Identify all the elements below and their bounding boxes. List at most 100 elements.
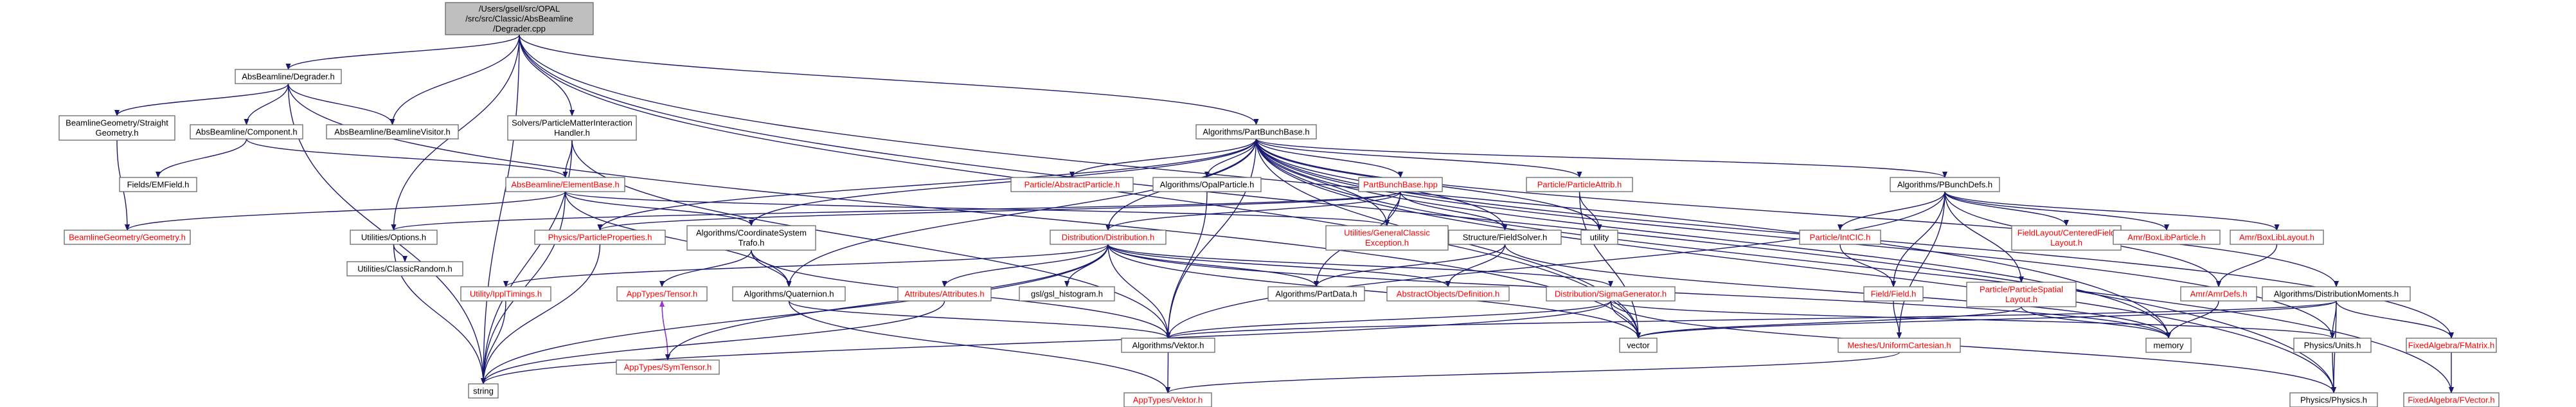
edge-root-to-degh bbox=[285, 34, 520, 70]
node-phys[interactable]: Physics/Physics.h bbox=[2289, 392, 2378, 407]
edge-line bbox=[156, 138, 247, 178]
node-pbb[interactable]: Algorithms/PartBunchBase.h bbox=[1195, 124, 1317, 140]
node-box bbox=[190, 124, 303, 140]
node-pdat[interactable]: Algorithms/PartData.h bbox=[1267, 286, 1365, 302]
node-fsol[interactable]: Structure/FieldSolver.h bbox=[1448, 230, 1562, 245]
edge-line bbox=[597, 138, 1257, 231]
edge-pbb-to-quat bbox=[786, 138, 1257, 287]
node-abp[interactable]: Amr/BoxLibParticle.h bbox=[2113, 230, 2221, 245]
node-label: Algorithms/CoordinateSystem bbox=[696, 228, 807, 238]
edge-line bbox=[519, 34, 1259, 125]
node-opt[interactable]: Utilities/Options.h bbox=[350, 230, 438, 245]
node-label: Physics/ParticleProperties.h bbox=[548, 232, 652, 242]
node-absp[interactable]: Particle/AbstractParticle.h bbox=[1010, 177, 1134, 192]
node-bgeo[interactable]: BeamlineGeometry/Geometry.h bbox=[64, 230, 191, 245]
edge-line bbox=[1165, 352, 1900, 393]
node-aod[interactable]: AbstractObjects/Definition.h bbox=[1386, 286, 1510, 302]
node-label: utility bbox=[1590, 232, 1609, 242]
edge-line bbox=[1165, 191, 1945, 339]
edge-line bbox=[1107, 244, 1451, 287]
node-solv[interactable]: Solvers/ParticleMatterInteractionHandler… bbox=[507, 115, 637, 141]
node-sgen[interactable]: Distribution/SigmaGenerator.h bbox=[1546, 286, 1676, 302]
node-label: Utilities/ClassicRandom.h bbox=[357, 264, 452, 273]
node-gsl[interactable]: gsl/gsl_histogram.h bbox=[1019, 286, 1115, 302]
edge-pbd-to-abl bbox=[1944, 191, 2280, 231]
node-box bbox=[732, 286, 846, 302]
node-vec[interactable]: vector bbox=[1619, 338, 1658, 353]
node-box bbox=[350, 230, 438, 245]
node-dist[interactable]: Distribution/Distribution.h bbox=[1050, 230, 1167, 245]
edge-pbd-to-muc bbox=[1897, 191, 1945, 339]
edge-root-to-solv bbox=[519, 34, 575, 116]
node-label: AppTypes/SymTensor.h bbox=[624, 362, 712, 372]
node-label: Structure/FieldSolver.h bbox=[1463, 232, 1548, 242]
node-str[interactable]: string bbox=[468, 383, 499, 399]
node-label: Layout.h bbox=[2050, 238, 2082, 248]
node-label: AbsBeamline/Component.h bbox=[195, 127, 297, 136]
node-pattr[interactable]: Particle/ParticleAttrib.h bbox=[1526, 177, 1633, 192]
node-amd[interactable]: Amr/AmrDefs.h bbox=[2180, 286, 2257, 302]
node-dmom[interactable]: Algorithms/DistributionMoments.h bbox=[2262, 286, 2411, 302]
edge-line bbox=[1610, 300, 2336, 393]
node-box bbox=[2113, 230, 2221, 245]
edge-line bbox=[2216, 244, 2278, 287]
node-label: PartBunchBase.hpp bbox=[1363, 179, 1438, 189]
edge-line bbox=[481, 244, 601, 384]
node-ippl[interactable]: Utility/IpplTimings.h bbox=[460, 286, 551, 302]
node-crand[interactable]: Utilities/ClassicRandom.h bbox=[346, 261, 463, 276]
node-muc[interactable]: Meshes/UniformCartesian.h bbox=[1838, 338, 1961, 353]
edge-amd-to-mem bbox=[2166, 300, 2219, 339]
edge-line bbox=[749, 138, 1257, 226]
node-punits[interactable]: Physics/Units.h bbox=[2293, 338, 2372, 353]
node-avek[interactable]: AppTypes/Vektor.h bbox=[1123, 392, 1212, 407]
node-box bbox=[2230, 230, 2324, 245]
edge-line bbox=[2336, 300, 2454, 339]
node-fmat[interactable]: FixedAlgebra/FMatrix.h bbox=[2406, 338, 2497, 353]
node-attr[interactable]: Attributes/Attributes.h bbox=[897, 286, 992, 302]
node-label: string bbox=[473, 386, 494, 395]
node-pbd[interactable]: Algorithms/PBunchDefs.h bbox=[1890, 177, 2000, 192]
edge-dist-to-aod bbox=[1107, 244, 1451, 287]
node-symt[interactable]: AppTypes/SymTensor.h bbox=[616, 359, 720, 375]
edge-pbd-to-psl bbox=[1944, 191, 2024, 283]
node-mem[interactable]: memory bbox=[2145, 338, 2192, 353]
node-ffield[interactable]: Field/Field.h bbox=[1863, 286, 1924, 302]
edge-line bbox=[665, 244, 1109, 361]
node-opp[interactable]: Algorithms/OpalParticle.h bbox=[1152, 177, 1262, 192]
node-fvec[interactable]: FixedAlgebra/FVector.h bbox=[2403, 392, 2500, 407]
edge-root-to-blv bbox=[389, 34, 520, 125]
edge-line bbox=[1255, 138, 1403, 178]
node-comp[interactable]: AbsBeamline/Component.h bbox=[190, 124, 303, 140]
node-label: Particle/ParticleSpatial bbox=[1980, 285, 2063, 294]
node-util[interactable]: utility bbox=[1580, 230, 1618, 245]
node-box bbox=[1619, 338, 1658, 353]
edge-dist-to-vec bbox=[1107, 244, 1641, 339]
edge-dmom-to-fmat bbox=[2336, 300, 2454, 339]
node-vek[interactable]: Algorithms/Vektor.h bbox=[1121, 338, 1215, 353]
edge-dmom-to-vec bbox=[1636, 300, 2337, 339]
edge-pbb-to-ppp bbox=[597, 138, 1257, 231]
edge-line bbox=[788, 300, 1171, 339]
node-quat[interactable]: Algorithms/Quaternion.h bbox=[732, 286, 846, 302]
node-pbh[interactable]: PartBunchBase.hpp bbox=[1358, 177, 1443, 192]
edge-pbd-to-pic bbox=[1838, 191, 1945, 231]
node-emf[interactable]: Fields/EMField.h bbox=[119, 177, 197, 192]
node-pic[interactable]: Particle/IntCIC.h bbox=[1799, 230, 1881, 245]
edge-line bbox=[1255, 138, 1947, 178]
node-box bbox=[2145, 338, 2192, 353]
edge-elb-to-bgeo bbox=[125, 191, 566, 231]
node-label: memory bbox=[2154, 340, 2184, 350]
node-ppp[interactable]: Physics/ParticleProperties.h bbox=[534, 230, 666, 245]
node-degh[interactable]: AbsBeamline/Degrader.h bbox=[235, 69, 342, 84]
edge-line bbox=[1445, 244, 1506, 287]
node-blv[interactable]: AbsBeamline/BeamlineVisitor.h bbox=[326, 124, 459, 140]
node-tens[interactable]: AppTypes/Tensor.h bbox=[616, 286, 708, 302]
node-elb[interactable]: AbsBeamline/ElementBase.h bbox=[505, 177, 625, 192]
node-abl[interactable]: Amr/BoxLibLayout.h bbox=[2230, 230, 2324, 245]
edge-line bbox=[391, 191, 1401, 231]
